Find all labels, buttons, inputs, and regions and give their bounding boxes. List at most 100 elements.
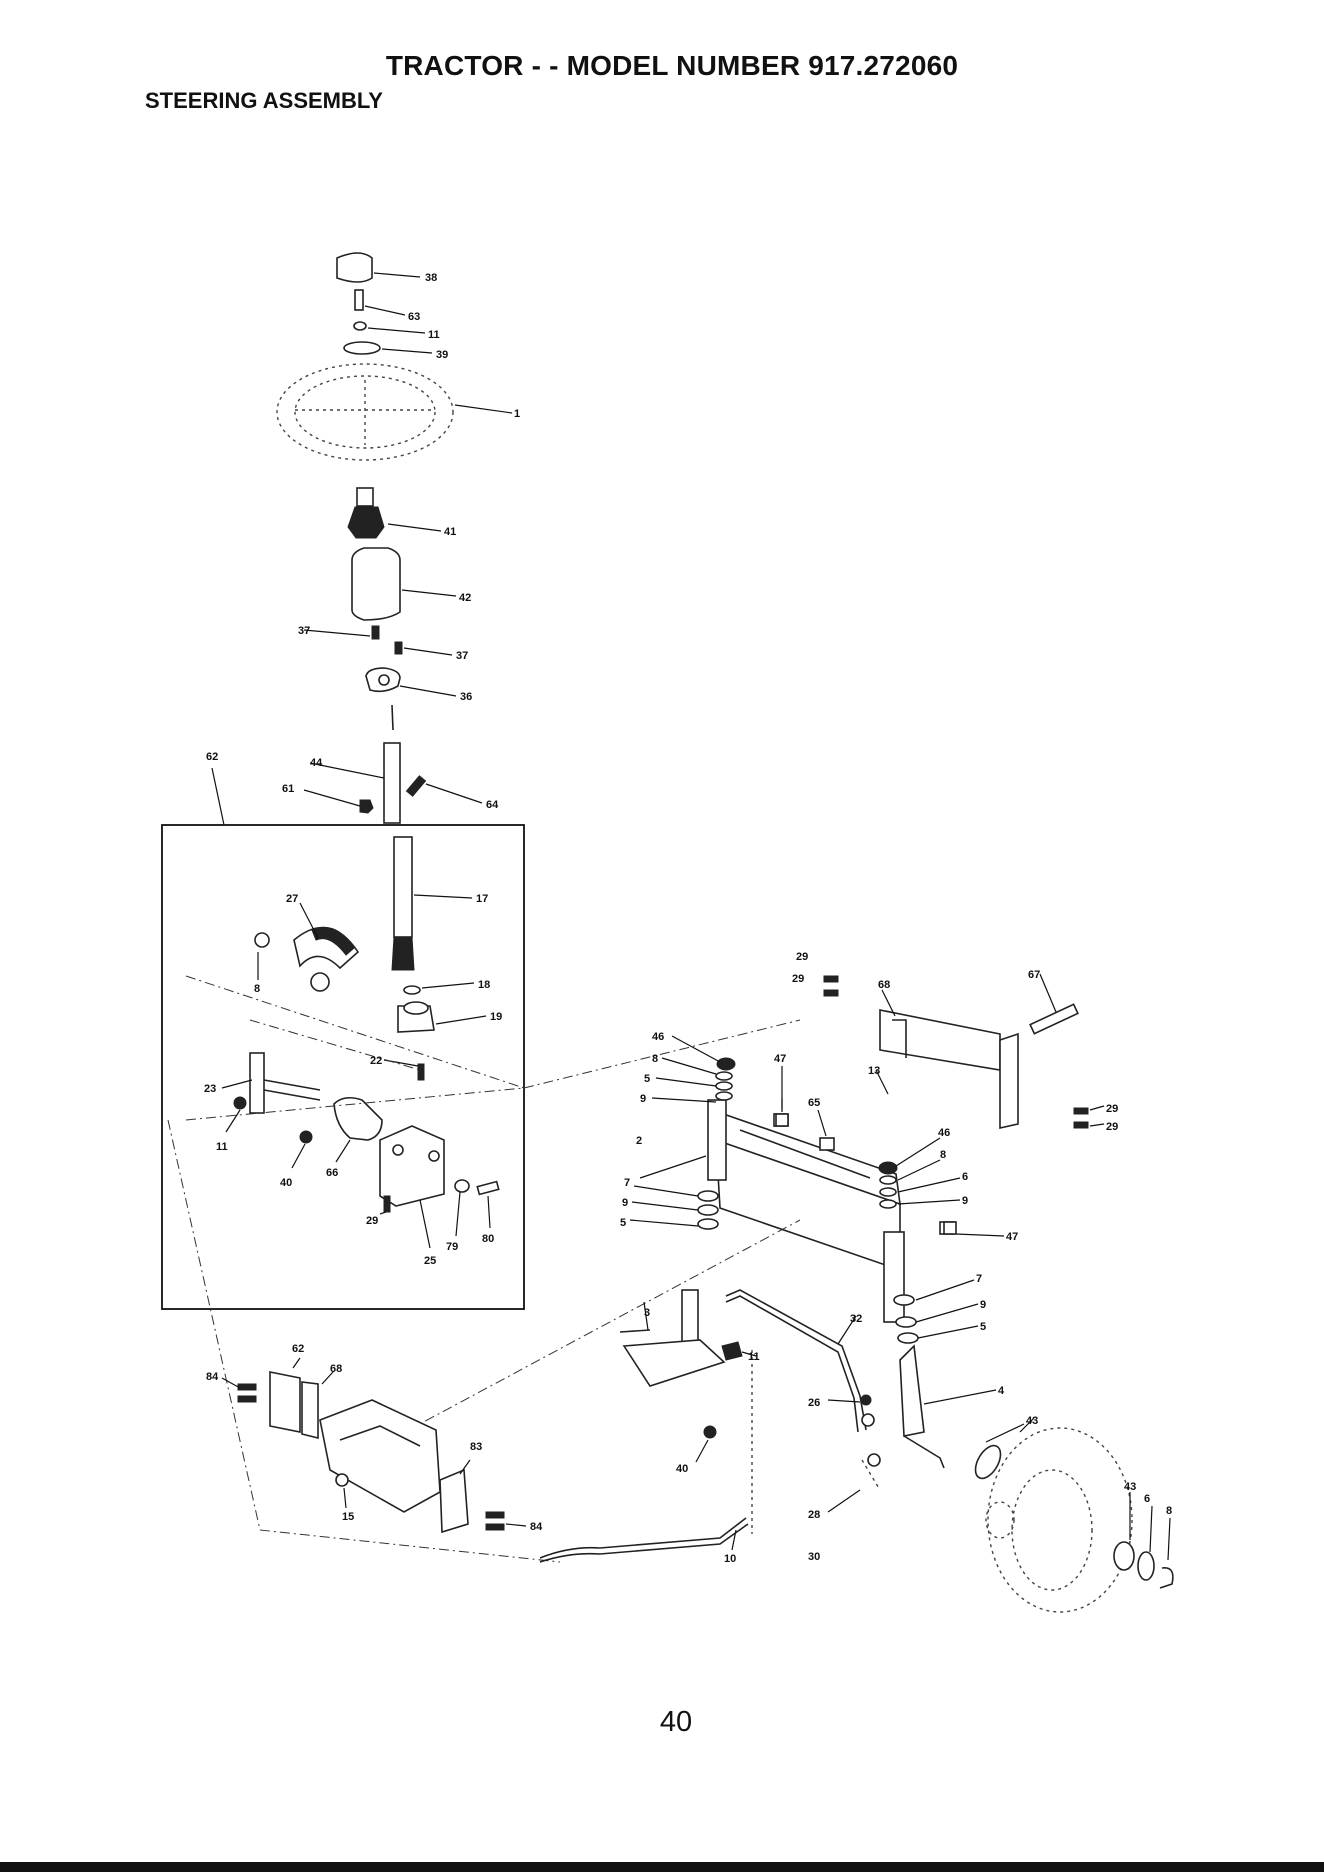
frame-screw <box>336 1474 348 1508</box>
callout-63: 63 <box>408 311 420 323</box>
callout-84-right: 84 <box>530 1521 543 1533</box>
callout-25: 25 <box>424 1255 436 1267</box>
callout-11-axle: 11 <box>748 1351 760 1363</box>
tie-rod <box>726 1290 866 1432</box>
callout-5-left-low: 5 <box>620 1217 626 1229</box>
steering-support-bracket <box>366 668 456 696</box>
cap-screw <box>355 290 405 315</box>
steering-tube <box>352 548 456 620</box>
drag-link <box>540 1518 748 1562</box>
gear-bracket <box>380 1126 444 1248</box>
callout-37-left: 37 <box>298 625 310 637</box>
axle-pivot-bracket <box>876 990 1018 1128</box>
callout-4: 4 <box>998 1385 1005 1397</box>
callout-39: 39 <box>436 349 448 361</box>
gear-lock-nut <box>226 1097 246 1132</box>
gear-housing <box>398 1002 486 1032</box>
steering-wheel <box>277 364 512 460</box>
callout-47-right: 47 <box>1006 1231 1018 1243</box>
callout-46-right: 46 <box>938 1127 950 1139</box>
callout-5-right-low: 5 <box>980 1321 986 1333</box>
callout-18: 18 <box>478 979 490 991</box>
callout-68-frame: 68 <box>330 1363 342 1375</box>
pivot-pin <box>1030 974 1078 1034</box>
callout-40-box: 40 <box>280 1177 292 1189</box>
axle-spacer-47b <box>944 1222 956 1234</box>
callout-62-frame: 62 <box>292 1343 304 1355</box>
shoulder-bolt-left <box>304 626 379 639</box>
callout-3: 3 <box>644 1307 650 1319</box>
callout-28: 28 <box>808 1509 820 1521</box>
callout-29-right-a: 29 <box>1106 1103 1118 1115</box>
callout-68-top: 68 <box>878 979 890 991</box>
callout-5-left: 5 <box>644 1073 650 1085</box>
axle-spacer-47 <box>776 1066 788 1126</box>
wheel-washers <box>970 1424 1173 1588</box>
callout-66: 66 <box>326 1167 338 1179</box>
callout-15: 15 <box>342 1511 354 1523</box>
callout-36: 36 <box>460 691 472 703</box>
callout-9-left-low: 9 <box>622 1197 628 1209</box>
callout-83: 83 <box>470 1441 482 1453</box>
callout-19: 19 <box>490 1011 502 1023</box>
callout-38: 38 <box>425 272 437 284</box>
callout-8-box: 8 <box>254 983 260 995</box>
callout-29-right-b: 29 <box>1106 1121 1118 1133</box>
box-hex-nut <box>292 1131 312 1168</box>
callout-11-box: 11 <box>216 1141 228 1153</box>
callout-11-top: 11 <box>428 329 440 341</box>
callout-9-right-low: 9 <box>980 1299 986 1311</box>
callout-13: 13 <box>868 1065 880 1077</box>
callout-23: 23 <box>204 1083 216 1095</box>
front-axle <box>712 1110 900 1270</box>
callout-42: 42 <box>459 592 471 604</box>
callout-2: 2 <box>636 1135 642 1147</box>
callout-43-upper: 43 <box>1026 1415 1038 1427</box>
callout-44: 44 <box>310 757 323 769</box>
callout-65: 65 <box>808 1097 820 1109</box>
callout-47-top: 47 <box>774 1053 786 1065</box>
callout-6-right: 6 <box>962 1171 968 1183</box>
frame-bracket-right <box>440 1460 470 1532</box>
bushing <box>334 1098 382 1162</box>
callout-61: 61 <box>282 783 294 795</box>
steering-gear-shaft <box>392 837 472 970</box>
spacer-washer <box>455 1180 469 1236</box>
callout-6-lower: 6 <box>1144 1493 1150 1505</box>
callout-43-lower: 43 <box>1124 1481 1136 1493</box>
steering-support-frame <box>320 1400 440 1512</box>
lock-washer <box>354 322 425 333</box>
shaft-bolt <box>407 776 482 803</box>
spindle-right <box>884 1232 996 1468</box>
callout-8-left: 8 <box>652 1053 658 1065</box>
bracket-bolt <box>380 1196 390 1214</box>
sector-gear <box>294 903 358 991</box>
callout-26-upper: 26 <box>808 1397 820 1409</box>
callout-29-top-a: 29 <box>796 951 808 963</box>
tie-rod-bolts <box>828 1395 880 1512</box>
callout-41: 41 <box>444 526 456 538</box>
e-ring <box>255 933 269 980</box>
hex-nut <box>304 790 373 813</box>
housing-screw <box>384 1060 424 1080</box>
drag-link-nut <box>696 1426 716 1462</box>
callout-10: 10 <box>724 1553 736 1565</box>
steering-adapter <box>348 488 441 538</box>
front-wheel <box>986 1418 1132 1612</box>
page-number: 40 <box>0 1706 1324 1739</box>
steering-shaft <box>310 743 400 823</box>
thrust-washer <box>404 983 474 994</box>
callout-64: 64 <box>486 799 499 811</box>
callout-30: 30 <box>808 1551 820 1563</box>
callout-7-right: 7 <box>976 1273 982 1285</box>
spacer-tube <box>818 1110 834 1150</box>
callout-40-axle: 40 <box>676 1463 688 1475</box>
callout-62-box: 62 <box>206 751 218 763</box>
callout-46-left: 46 <box>652 1031 664 1043</box>
callout-27: 27 <box>286 893 298 905</box>
callout-9-right: 9 <box>962 1195 968 1207</box>
callout-1: 1 <box>514 408 520 420</box>
shoulder-bolt-right <box>395 642 452 655</box>
carriage-bolt <box>477 1182 498 1228</box>
